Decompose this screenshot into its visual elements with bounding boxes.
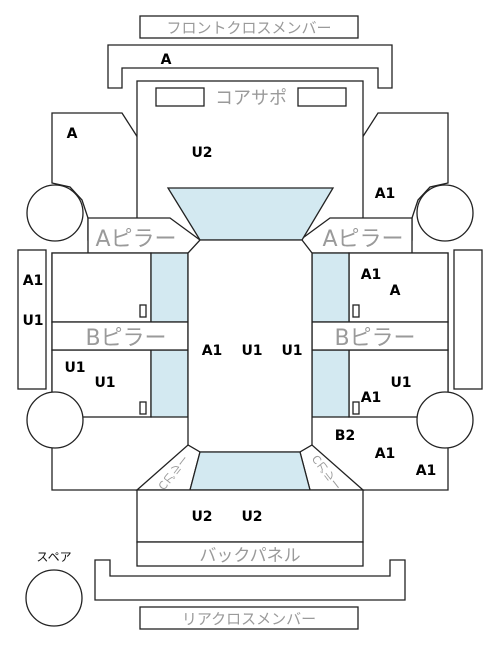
rear-window [189,451,311,491]
left-front-door-handle [139,304,147,318]
spare-label: スペア [36,550,71,564]
left-rear-door-grade-2: U1 [94,375,115,391]
left-side-sill-grade-1: A1 [23,273,44,289]
right-front-door-grade-2: A [390,283,401,299]
front-left-wheel [26,184,84,242]
right-rear-window [311,349,350,418]
front-right-fender-grade: A1 [375,186,396,202]
core-support-label: コアサポ [215,88,287,109]
right-rear-door-handle [352,401,360,415]
right-front-door-handle [352,304,360,318]
rear-cross-member-box [139,606,359,630]
right-side-sill [453,249,483,390]
roof-grade-1: A1 [202,343,223,359]
front-left-fender-grade: A [67,126,78,142]
a-pillar-right-label: Aピラー [322,227,403,252]
rear-right-wheel [416,391,474,449]
rear-member-bracket [94,559,406,601]
rear-cross-member-label: リアクロスメンバー [182,610,316,628]
b-pillar-right-label: Bピラー [334,326,415,351]
right-quarter-grade-2: A1 [375,446,396,462]
left-rear-door-grade-1: U1 [64,360,85,376]
right-rear-door-grade-2: A1 [361,390,382,406]
front-right-wheel [416,184,474,242]
front-cross-member-label: フロントクロスメンバー [166,19,331,37]
right-quarter-grade-1: B2 [335,428,355,444]
left-rear-door-handle [139,401,147,415]
rear-left-wheel [26,391,84,449]
core-support-left-slot [155,87,205,107]
back-panel-box [136,541,364,567]
trunk-grade-1: U2 [191,509,212,525]
right-front-window [311,252,350,323]
front-member-bracket [107,44,393,89]
b-pillar-left-band [51,321,189,351]
back-panel-label: バックパネル [199,546,300,566]
spare-tire [25,569,83,627]
right-quarter-grade-3: A1 [416,463,437,479]
left-front-door [51,252,152,323]
roof-grade-3: U1 [281,343,302,359]
trunk-grade-2: U2 [241,509,262,525]
left-side-sill [17,249,47,390]
right-front-door-grade-1: A1 [361,267,382,283]
front-cross-member-box [139,15,359,39]
core-support-right-slot [297,87,347,107]
left-front-window [150,252,189,323]
a-pillar-left-label: Aピラー [95,227,176,252]
front-member-grade: A [161,52,172,68]
b-pillar-left-label: Bピラー [85,326,166,351]
left-side-sill-grade-2: U1 [22,313,43,329]
right-rear-door-grade-1: U1 [390,375,411,391]
left-rear-window [150,349,189,418]
roof-grade-2: U1 [241,343,262,359]
hood-grade: U2 [191,145,212,161]
